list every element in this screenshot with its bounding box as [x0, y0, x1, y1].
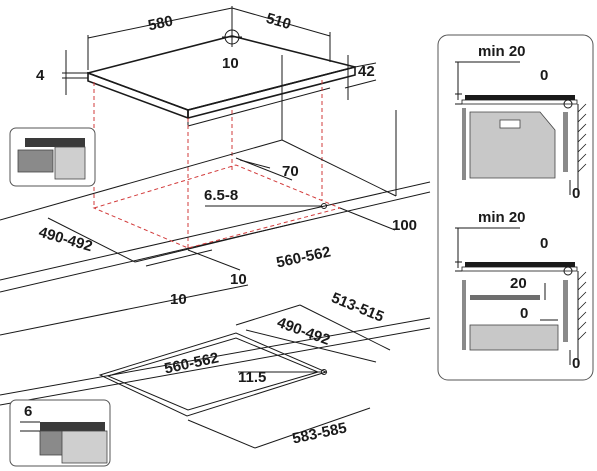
install-panel-top: [437, 34, 594, 381]
cutout-frame-dims: [187, 304, 391, 449]
dimension-4: [62, 50, 88, 95]
cutout-front-offset-a-label: 10: [230, 271, 247, 288]
frame-radius-label: 11.5: [238, 369, 267, 386]
cutout-side-offset-label: 100: [392, 217, 418, 234]
center-mark: [222, 27, 242, 47]
cutout-radius-label: 6.5-8: [204, 187, 239, 204]
install-top-gap-label: 0: [540, 67, 549, 84]
cutout-back-offset-label: 70: [282, 163, 299, 180]
worktop-1: [0, 55, 431, 293]
install-panel-bottom: [455, 227, 587, 365]
hob-height-label: 42: [358, 63, 375, 80]
cutout-flush-dims: [47, 157, 396, 271]
hob-body: [85, 35, 356, 127]
inset-recess-depth-label: 6: [24, 403, 33, 420]
install-bottom-shelf-label: 20: [510, 275, 527, 292]
hob-center-label: 10: [222, 55, 239, 72]
install-top-min-label: min 20: [478, 43, 526, 60]
install-bottom-shelf-gap-label: 0: [520, 305, 529, 322]
dimension-510: [231, 7, 331, 62]
worktop-2: [0, 284, 431, 406]
cutout-frame-outline: [98, 332, 328, 417]
install-bottom-floor-label: 0: [572, 355, 581, 372]
install-bottom-gap-label: 0: [540, 235, 549, 252]
dimension-42: [344, 55, 377, 100]
hob-thickness-label: 4: [36, 67, 45, 84]
cutout-front-offset-b-label: 10: [170, 291, 187, 308]
inset-flush: [9, 127, 96, 187]
install-bottom-min-label: min 20: [478, 209, 526, 226]
install-top-floor-label: 0: [572, 185, 581, 202]
inset-recess: [9, 399, 111, 467]
